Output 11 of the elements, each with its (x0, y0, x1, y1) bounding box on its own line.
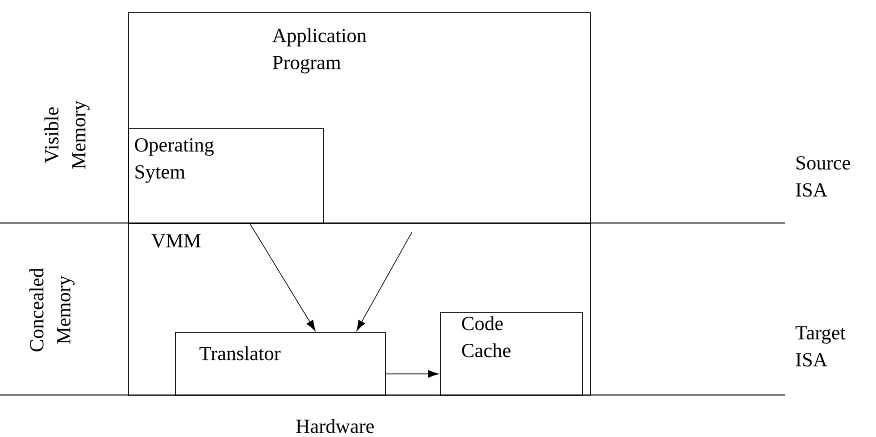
side-label: Concealed Memory (29, 268, 75, 352)
translator-box: Translator (175, 332, 386, 396)
os-box: Operating Sytem (128, 128, 324, 224)
arrow (385, 370, 439, 378)
hardware-label: Hardware (296, 418, 374, 434)
side-label: Visible Memory (44, 100, 90, 169)
arrow (356, 232, 412, 331)
isa-label: Source ISA (796, 156, 850, 197)
arrow (250, 223, 316, 331)
code-cache-box: Code Cache (440, 312, 583, 396)
isa-label: Target ISA (796, 326, 846, 366)
